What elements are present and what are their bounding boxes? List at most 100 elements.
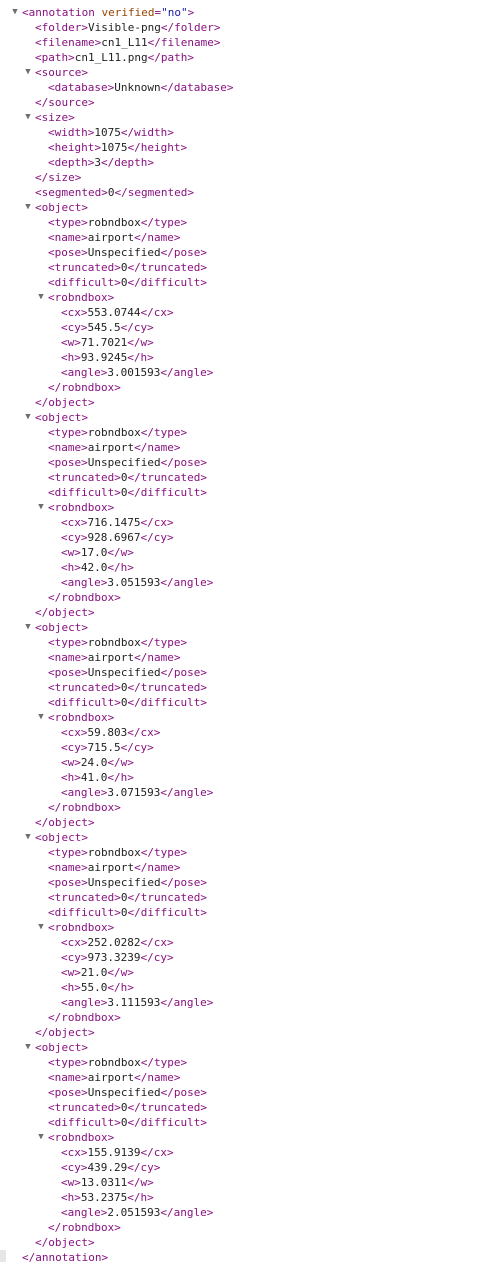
xml-text-value: 2.051593 bbox=[107, 1206, 161, 1219]
xml-open-tag: <path> bbox=[35, 51, 75, 64]
expand-toggle-icon[interactable]: ▼ bbox=[25, 1042, 31, 1052]
xml-close-line: </object> bbox=[0, 1235, 480, 1250]
xml-close-line: </object> bbox=[0, 815, 480, 830]
xml-open-line[interactable]: ▼<object> bbox=[0, 830, 480, 845]
xml-element-line: <difficult>0</difficult> bbox=[0, 695, 480, 710]
xml-text-value: 55.0 bbox=[80, 981, 108, 994]
xml-text-value: robndbox bbox=[87, 636, 141, 649]
xml-close-line: </object> bbox=[0, 395, 480, 410]
xml-element-line: <name>airport</name> bbox=[0, 440, 480, 455]
xml-open-tag: <source bbox=[35, 66, 82, 79]
xml-close-tag: </object> bbox=[35, 1236, 95, 1249]
expand-toggle-icon[interactable]: ▼ bbox=[38, 712, 44, 722]
xml-close-tag: </h> bbox=[107, 771, 134, 784]
xml-text-value: 553.0744 bbox=[87, 306, 141, 319]
xml-close-tag: </truncated> bbox=[127, 891, 207, 904]
xml-element-line: <difficult>0</difficult> bbox=[0, 485, 480, 500]
xml-open-tag: <robndbox bbox=[48, 921, 108, 934]
xml-close-tag: </difficult> bbox=[127, 696, 207, 709]
xml-open-tag: <name> bbox=[48, 1071, 88, 1084]
xml-open-line[interactable]: ▼<source> bbox=[0, 65, 480, 80]
expand-toggle-icon[interactable]: ▼ bbox=[38, 1132, 44, 1142]
xml-text-value: 0 bbox=[120, 276, 128, 289]
xml-open-tag: <cx> bbox=[61, 936, 88, 949]
xml-text-value: 21.0 bbox=[80, 966, 108, 979]
xml-element-line: <h>55.0</h> bbox=[0, 980, 480, 995]
xml-close-line: </robndbox> bbox=[0, 590, 480, 605]
xml-close-tag: </w> bbox=[127, 1176, 154, 1189]
expand-toggle-icon[interactable]: ▼ bbox=[25, 832, 31, 842]
xml-close-tag: </object> bbox=[35, 396, 95, 409]
xml-open-line[interactable]: ▼<object> bbox=[0, 410, 480, 425]
xml-element-line: <difficult>0</difficult> bbox=[0, 905, 480, 920]
xml-open-line[interactable]: ▼ <object> bbox=[0, 200, 480, 215]
xml-close-tag: </angle> bbox=[160, 1206, 214, 1219]
xml-element-line: <width>1075</width> bbox=[0, 125, 480, 140]
xml-close-line: </size> bbox=[0, 170, 480, 185]
xml-element-line: <cx>716.1475</cx> bbox=[0, 515, 480, 530]
xml-element-line: <pose>Unspecified</pose> bbox=[0, 245, 480, 260]
expand-toggle-icon[interactable]: ▼ bbox=[25, 112, 31, 122]
xml-text-value: 0 bbox=[120, 1116, 128, 1129]
xml-open-tag: <robndbox bbox=[48, 291, 108, 304]
xml-bracket: > bbox=[107, 291, 115, 304]
xml-open-line[interactable]: ▼ <robndbox> bbox=[0, 290, 480, 305]
xml-open-line[interactable]: ▼<size> bbox=[0, 110, 480, 125]
scroll-indicator[interactable] bbox=[0, 1250, 6, 1262]
xml-text-value: Unspecified bbox=[87, 876, 161, 889]
xml-element-line: <cx>252.0282</cx> bbox=[0, 935, 480, 950]
expand-toggle-icon[interactable]: ▼ bbox=[38, 502, 44, 512]
xml-bracket: > bbox=[81, 621, 88, 634]
expand-toggle-icon[interactable]: ▼ bbox=[38, 292, 44, 302]
xml-open-tag: <w> bbox=[61, 966, 81, 979]
xml-close-tag: </robndbox> bbox=[48, 1221, 121, 1234]
xml-close-tag: </depth> bbox=[100, 156, 154, 169]
xml-close-tag: </difficult> bbox=[127, 906, 207, 919]
xml-close-tag: </h> bbox=[107, 981, 134, 994]
xml-element-line: <filename>cn1_L11</filename> bbox=[0, 35, 480, 50]
xml-element-line: <name>airport</name> bbox=[0, 860, 480, 875]
xml-open-line[interactable]: ▼<robndbox> bbox=[0, 920, 480, 935]
xml-text-value: robndbox bbox=[87, 216, 141, 229]
xml-close-tag: </type> bbox=[140, 426, 188, 439]
xml-close-tag: </angle> bbox=[160, 786, 214, 799]
xml-element-line: <cy>439.29</cy> bbox=[0, 1160, 480, 1175]
xml-close-tag: </pose> bbox=[160, 876, 207, 889]
xml-text-value: Unspecified bbox=[87, 1086, 161, 1099]
xml-close-tag: </pose> bbox=[160, 246, 207, 259]
xml-text-value: airport bbox=[87, 1071, 135, 1084]
expand-toggle-icon[interactable]: ▼ bbox=[25, 202, 31, 212]
xml-close-tag: </type> bbox=[140, 636, 188, 649]
xml-element-line: <type>robndbox</type> bbox=[0, 845, 480, 860]
xml-text-value: Visible-png bbox=[87, 21, 161, 34]
xml-close-tag: </cx> bbox=[127, 726, 161, 739]
xml-close-tag: </cy> bbox=[127, 1161, 161, 1174]
xml-element-line: <angle>3.001593</angle> bbox=[0, 365, 480, 380]
xml-open-line[interactable]: ▼<object> bbox=[0, 1040, 480, 1055]
xml-open-line[interactable]: ▼<robndbox> bbox=[0, 500, 480, 515]
xml-open-line[interactable]: ▼<annotation verified="no"> bbox=[0, 5, 480, 20]
expand-toggle-icon[interactable]: ▼ bbox=[12, 7, 18, 17]
xml-element-line: <w>17.0</w> bbox=[0, 545, 480, 560]
xml-open-line[interactable]: ▼<robndbox> bbox=[0, 710, 480, 725]
expand-toggle-icon[interactable]: ▼ bbox=[38, 922, 44, 932]
xml-close-tag: </name> bbox=[134, 231, 181, 244]
xml-text-value: 42.0 bbox=[80, 561, 108, 574]
xml-text-value: robndbox bbox=[87, 1056, 141, 1069]
expand-toggle-icon[interactable]: ▼ bbox=[25, 412, 31, 422]
xml-open-tag: <h> bbox=[61, 771, 81, 784]
xml-equals: = bbox=[154, 6, 162, 19]
xml-close-tag: </height> bbox=[127, 141, 188, 154]
xml-open-tag: <object bbox=[35, 201, 82, 214]
xml-element-line: <cx>553.0744</cx> bbox=[0, 305, 480, 320]
xml-open-tag: <robndbox bbox=[48, 711, 108, 724]
xml-bracket: > bbox=[81, 201, 88, 214]
xml-text-value: Unspecified bbox=[87, 246, 161, 259]
expand-toggle-icon[interactable]: ▼ bbox=[25, 622, 31, 632]
xml-open-line[interactable]: ▼<robndbox> bbox=[0, 1130, 480, 1145]
xml-open-line[interactable]: ▼<object> bbox=[0, 620, 480, 635]
xml-bracket: > bbox=[187, 6, 195, 19]
xml-open-tag: <h> bbox=[61, 561, 81, 574]
expand-toggle-icon[interactable]: ▼ bbox=[25, 67, 31, 77]
xml-element-line: <pose>Unspecified</pose> bbox=[0, 455, 480, 470]
